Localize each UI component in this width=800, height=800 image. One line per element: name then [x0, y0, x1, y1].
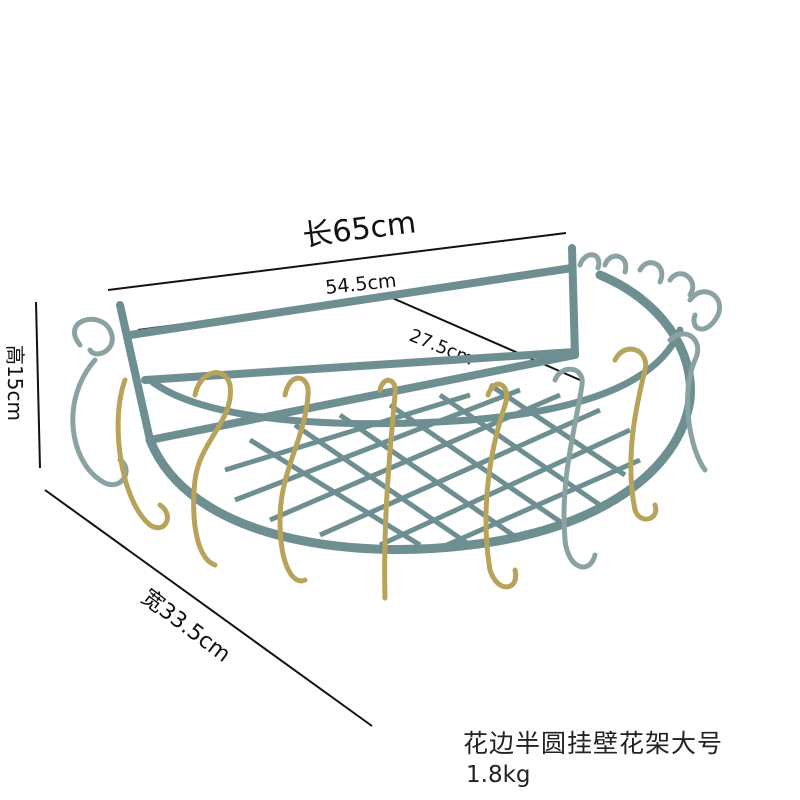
- depth-line: [389, 296, 581, 381]
- width-line: [44, 489, 373, 727]
- length-label: 长65cm: [301, 205, 418, 254]
- wall-bracket: [116, 244, 579, 444]
- width-label: 宽33.5cm: [136, 585, 235, 668]
- product-name: 花边半圆挂壁花架大号: [463, 729, 724, 758]
- length-line: [107, 232, 567, 291]
- height-line: [35, 301, 41, 469]
- height-label: 高15cm: [3, 345, 27, 421]
- decorative-scrolls: [70, 252, 723, 601]
- product-weight: 1.8kg: [466, 762, 531, 788]
